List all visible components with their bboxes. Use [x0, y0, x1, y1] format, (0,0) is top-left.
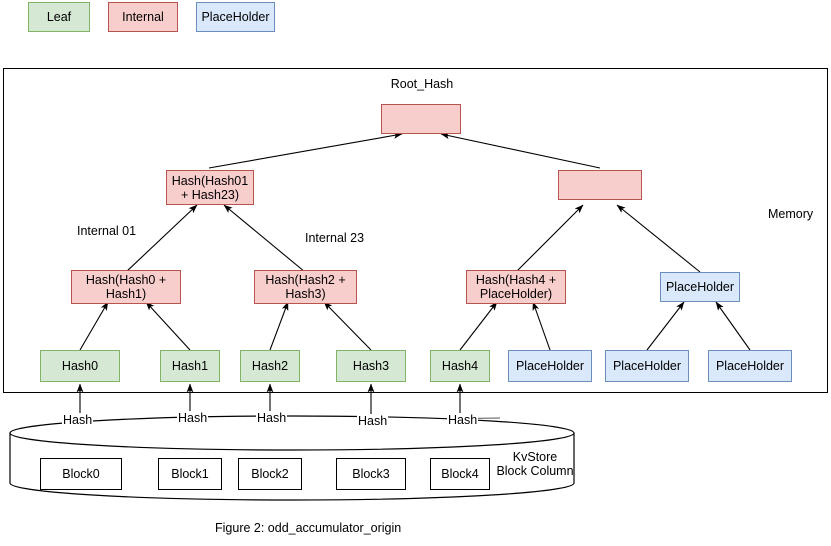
tree-leaf-placeholder-6-label: PlaceHolder [612, 359, 682, 373]
tree-leaf-hash1[interactable]: Hash1 [160, 350, 220, 382]
tree-leaf-hash4-label: Hash4 [441, 359, 479, 373]
tree-leaf-placeholder-7-label: PlaceHolder [715, 359, 785, 373]
legend-label-internal: Internal [122, 10, 164, 24]
kvstore-block-2-label: Block2 [251, 467, 289, 481]
tree-leaf-hash0-label: Hash0 [61, 359, 99, 373]
kvstore-block-0[interactable]: Block0 [40, 458, 122, 490]
hash-edge-label-0: Hash [62, 413, 94, 427]
root-hash-title: Root_Hash [390, 77, 454, 91]
tree-node-hash23-label: Hash(Hash2 + Hash3) [265, 273, 346, 301]
tree-node-hash01-label: Hash(Hash0 + Hash1) [85, 273, 167, 301]
kvstore-block-1[interactable]: Block1 [158, 458, 222, 490]
tree-node-internal-right[interactable] [558, 170, 642, 200]
memory-label: Memory [768, 207, 814, 221]
tree-leaf-hash3-label: Hash3 [352, 359, 390, 373]
tree-node-internal-0123-label: Hash(Hash01 + Hash23) [171, 173, 249, 202]
kvstore-block-0-label: Block0 [62, 467, 100, 481]
tree-node-hash23[interactable]: Hash(Hash2 + Hash3) [254, 270, 357, 304]
label-internal-23: Internal 23 [305, 231, 365, 245]
tree-node-placeholder-internal[interactable]: PlaceHolder [660, 272, 740, 302]
tree-leaf-hash2-label: Hash2 [251, 359, 289, 373]
hash-edge-label-3: Hash [357, 414, 389, 428]
legend-label-leaf: Leaf [46, 10, 72, 24]
tree-node-hash4-placeholder-label: Hash(Hash4 + PlaceHolder) [475, 273, 557, 301]
figure-caption: Figure 2: odd_accumulator_origin [215, 521, 402, 535]
kvstore-block-2[interactable]: Block2 [238, 458, 302, 490]
hash-edge-label-1: Hash [177, 411, 209, 425]
label-internal-01: Internal 01 [77, 224, 137, 238]
legend-item-internal: Internal [108, 2, 178, 32]
tree-node-hash01[interactable]: Hash(Hash0 + Hash1) [71, 270, 181, 304]
hash-edge-label-2: Hash [256, 411, 288, 425]
tree-leaf-hash0[interactable]: Hash0 [40, 350, 120, 382]
tree-leaf-hash3[interactable]: Hash3 [336, 350, 406, 382]
tree-leaf-placeholder-6[interactable]: PlaceHolder [605, 350, 689, 382]
tree-leaf-placeholder-5[interactable]: PlaceHolder [508, 350, 592, 382]
tree-node-hash4-placeholder[interactable]: Hash(Hash4 + PlaceHolder) [466, 270, 566, 304]
tree-leaf-placeholder-7[interactable]: PlaceHolder [708, 350, 792, 382]
tree-node-placeholder-internal-label: PlaceHolder [665, 280, 735, 294]
kvstore-block-4[interactable]: Block4 [430, 458, 490, 490]
kvstore-block-4-label: Block4 [441, 467, 479, 481]
legend-item-leaf: Leaf [28, 2, 90, 32]
tree-node-internal-0123[interactable]: Hash(Hash01 + Hash23) [166, 170, 254, 205]
kvstore-block-3-label: Block3 [352, 467, 390, 481]
tree-leaf-hash1-label: Hash1 [171, 359, 209, 373]
tree-leaf-hash4[interactable]: Hash4 [430, 350, 490, 382]
kvstore-label: KvStore Block Column [496, 450, 574, 478]
tree-node-root[interactable] [381, 104, 461, 134]
legend-label-placeholder: PlaceHolder [201, 10, 270, 24]
memory-frame [3, 68, 828, 393]
kvstore-block-1-label: Block1 [171, 467, 209, 481]
tree-leaf-placeholder-5-label: PlaceHolder [515, 359, 585, 373]
legend-item-placeholder: PlaceHolder [196, 2, 275, 32]
tree-leaf-hash2[interactable]: Hash2 [240, 350, 300, 382]
kvstore-block-3[interactable]: Block3 [336, 458, 406, 490]
hash-edge-label-4: Hash [447, 413, 479, 427]
